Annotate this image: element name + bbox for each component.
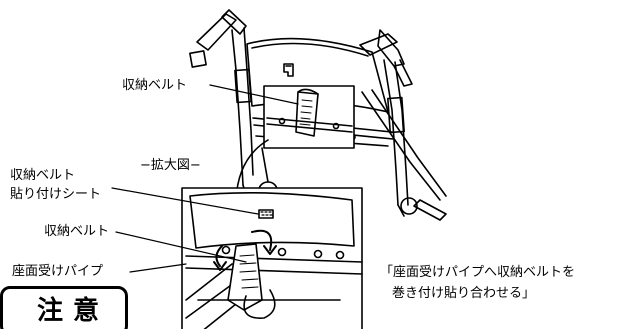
label-storage-belt-mid: 収納ベルト xyxy=(44,224,110,239)
belt-small xyxy=(266,88,353,137)
label-enlarged-view: −拡大図− xyxy=(140,158,201,173)
caution-badge: 注意 xyxy=(0,286,128,329)
label-seat-pipe: 座面受けパイプ xyxy=(12,264,104,279)
instruction-line-2: 巻き付け貼り合わせる」 xyxy=(392,286,536,301)
instruction-line-1: 「座面受けパイプへ収納ベルトを xyxy=(380,265,576,280)
label-storage-belt-sheet-line2: 貼り付けシート xyxy=(10,187,102,202)
label-storage-belt-top: 収納ベルト xyxy=(122,78,188,93)
enlarged-view xyxy=(181,187,363,329)
label-storage-belt-sheet-line1: 収納ベルト xyxy=(10,168,76,183)
